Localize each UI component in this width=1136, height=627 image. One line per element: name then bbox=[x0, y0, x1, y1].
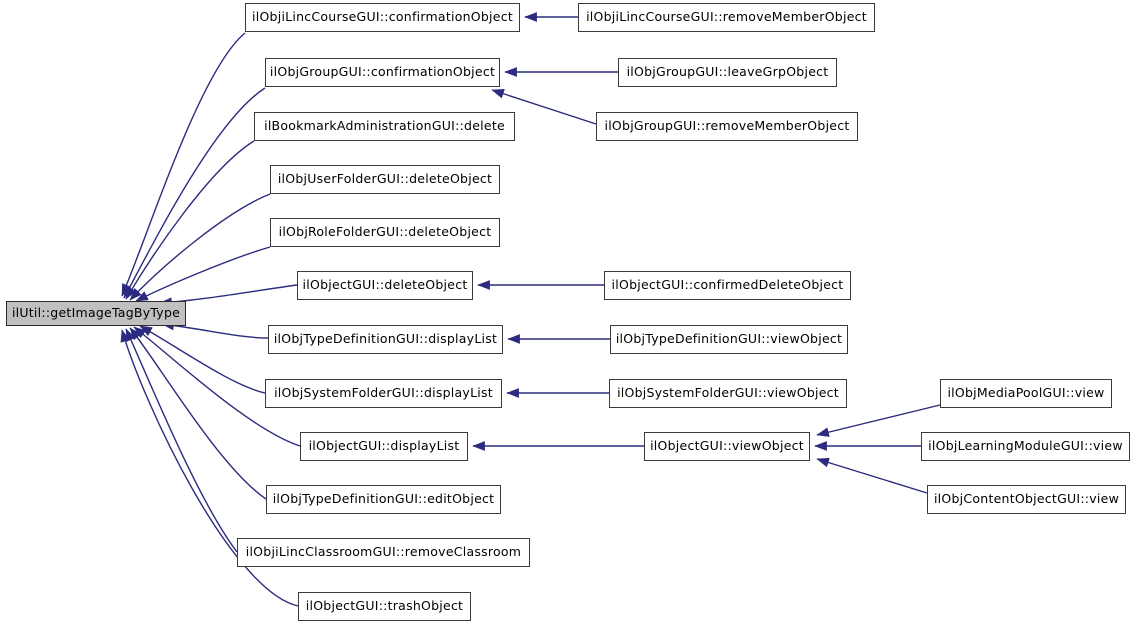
graph-edge bbox=[125, 140, 255, 300]
graph-node[interactable]: ilObjTypeDefinitionGUI::displayList bbox=[268, 325, 503, 354]
graph-node-label: ilObjectGUI::displayList bbox=[308, 438, 460, 454]
graph-edge bbox=[816, 457, 928, 494]
edges-group bbox=[120, 12, 941, 607]
graph-node[interactable]: ilObjiLincCourseGUI::removeMemberObject bbox=[578, 3, 875, 32]
graph-edge bbox=[161, 320, 269, 339]
graph-node-label: ilObjUserFolderGUI::deleteObject bbox=[277, 171, 493, 187]
graph-edge bbox=[139, 325, 266, 394]
graph-node[interactable]: ilObjGroupGUI::confirmationObject bbox=[265, 58, 500, 87]
graph-node-label: ilObjTypeDefinitionGUI::viewObject bbox=[615, 331, 843, 347]
graph-edge bbox=[125, 328, 238, 553]
graph-node[interactable]: ilObjTypeDefinitionGUI::editObject bbox=[266, 485, 501, 514]
graph-node[interactable]: ilObjectGUI::trashObject bbox=[298, 592, 471, 621]
graph-node[interactable]: ilObjectGUI::deleteObject bbox=[297, 271, 473, 300]
graph-node[interactable]: ilObjContentObjectGUI::view bbox=[927, 485, 1126, 514]
graph-node-root[interactable]: ilUtil::getImageTagByType bbox=[6, 301, 186, 326]
graph-node[interactable]: ilObjSystemFolderGUI::viewObject bbox=[609, 379, 847, 408]
graph-edge bbox=[121, 32, 246, 297]
graph-node-label: ilObjLearningModuleGUI::view bbox=[928, 438, 1123, 454]
graph-node-label: ilObjSystemFolderGUI::viewObject bbox=[617, 385, 839, 401]
graph-node[interactable]: ilObjUserFolderGUI::deleteObject bbox=[270, 165, 500, 194]
graph-node[interactable]: ilObjiLincCourseGUI::confirmationObject bbox=[245, 3, 520, 32]
graph-node[interactable]: ilObjMediaPoolGUI::view bbox=[940, 379, 1112, 408]
graph-node-label: ilObjectGUI::confirmedDeleteObject bbox=[611, 277, 844, 293]
graph-node-label: ilObjSystemFolderGUI::displayList bbox=[274, 385, 493, 401]
graph-node-label: ilObjRoleFolderGUI::deleteObject bbox=[278, 224, 492, 240]
graph-node-label: ilObjectGUI::trashObject bbox=[305, 598, 464, 614]
graph-edge bbox=[123, 87, 266, 299]
graph-edge bbox=[135, 246, 271, 302]
graph-node[interactable]: ilObjGroupGUI::removeMemberObject bbox=[596, 112, 858, 141]
graph-node-label: ilObjiLincClassroomGUI::removeClassroom bbox=[245, 544, 522, 560]
graph-node-label: ilObjGroupGUI::removeMemberObject bbox=[604, 118, 850, 134]
graph-node[interactable]: ilObjiLincClassroomGUI::removeClassroom bbox=[237, 538, 530, 567]
graph-node-label: ilObjGroupGUI::confirmationObject bbox=[269, 64, 496, 80]
graph-node-label: ilBookmarkAdministrationGUI::delete bbox=[264, 118, 505, 134]
graph-node[interactable]: ilObjectGUI::displayList bbox=[300, 432, 468, 461]
graph-node[interactable]: ilObjTypeDefinitionGUI::viewObject bbox=[610, 325, 848, 354]
graph-node[interactable]: ilObjSystemFolderGUI::displayList bbox=[265, 379, 502, 408]
graph-node[interactable]: ilObjectGUI::confirmedDeleteObject bbox=[604, 271, 851, 300]
graph-node-label: ilObjiLincCourseGUI::removeMemberObject bbox=[586, 9, 867, 25]
graph-edge bbox=[816, 404, 941, 437]
graph-node[interactable]: ilObjRoleFolderGUI::deleteObject bbox=[270, 218, 500, 247]
graph-node-label: ilObjiLincCourseGUI::confirmationObject bbox=[252, 9, 513, 25]
graph-node-label: ilUtil::getImageTagByType bbox=[11, 305, 181, 321]
graph-node-label: ilObjContentObjectGUI::view bbox=[933, 491, 1120, 507]
graph-node-label: ilObjectGUI::deleteObject bbox=[302, 277, 468, 293]
graph-node-label: ilObjTypeDefinitionGUI::editObject bbox=[272, 491, 495, 507]
graph-node[interactable]: ilBookmarkAdministrationGUI::delete bbox=[254, 112, 515, 141]
graph-node[interactable]: ilObjectGUI::viewObject bbox=[644, 432, 810, 461]
graph-edge bbox=[129, 193, 271, 301]
graph-node-label: ilObjGroupGUI::leaveGrpObject bbox=[626, 64, 829, 80]
graph-node-label: ilObjectGUI::viewObject bbox=[650, 438, 804, 454]
graph-node-label: ilObjMediaPoolGUI::view bbox=[947, 385, 1105, 401]
graph-node[interactable]: ilObjLearningModuleGUI::view bbox=[921, 432, 1130, 461]
graph-node[interactable]: ilObjGroupGUI::leaveGrpObject bbox=[618, 58, 837, 87]
graph-edge bbox=[129, 327, 267, 500]
graph-node-label: ilObjTypeDefinitionGUI::displayList bbox=[273, 331, 498, 347]
